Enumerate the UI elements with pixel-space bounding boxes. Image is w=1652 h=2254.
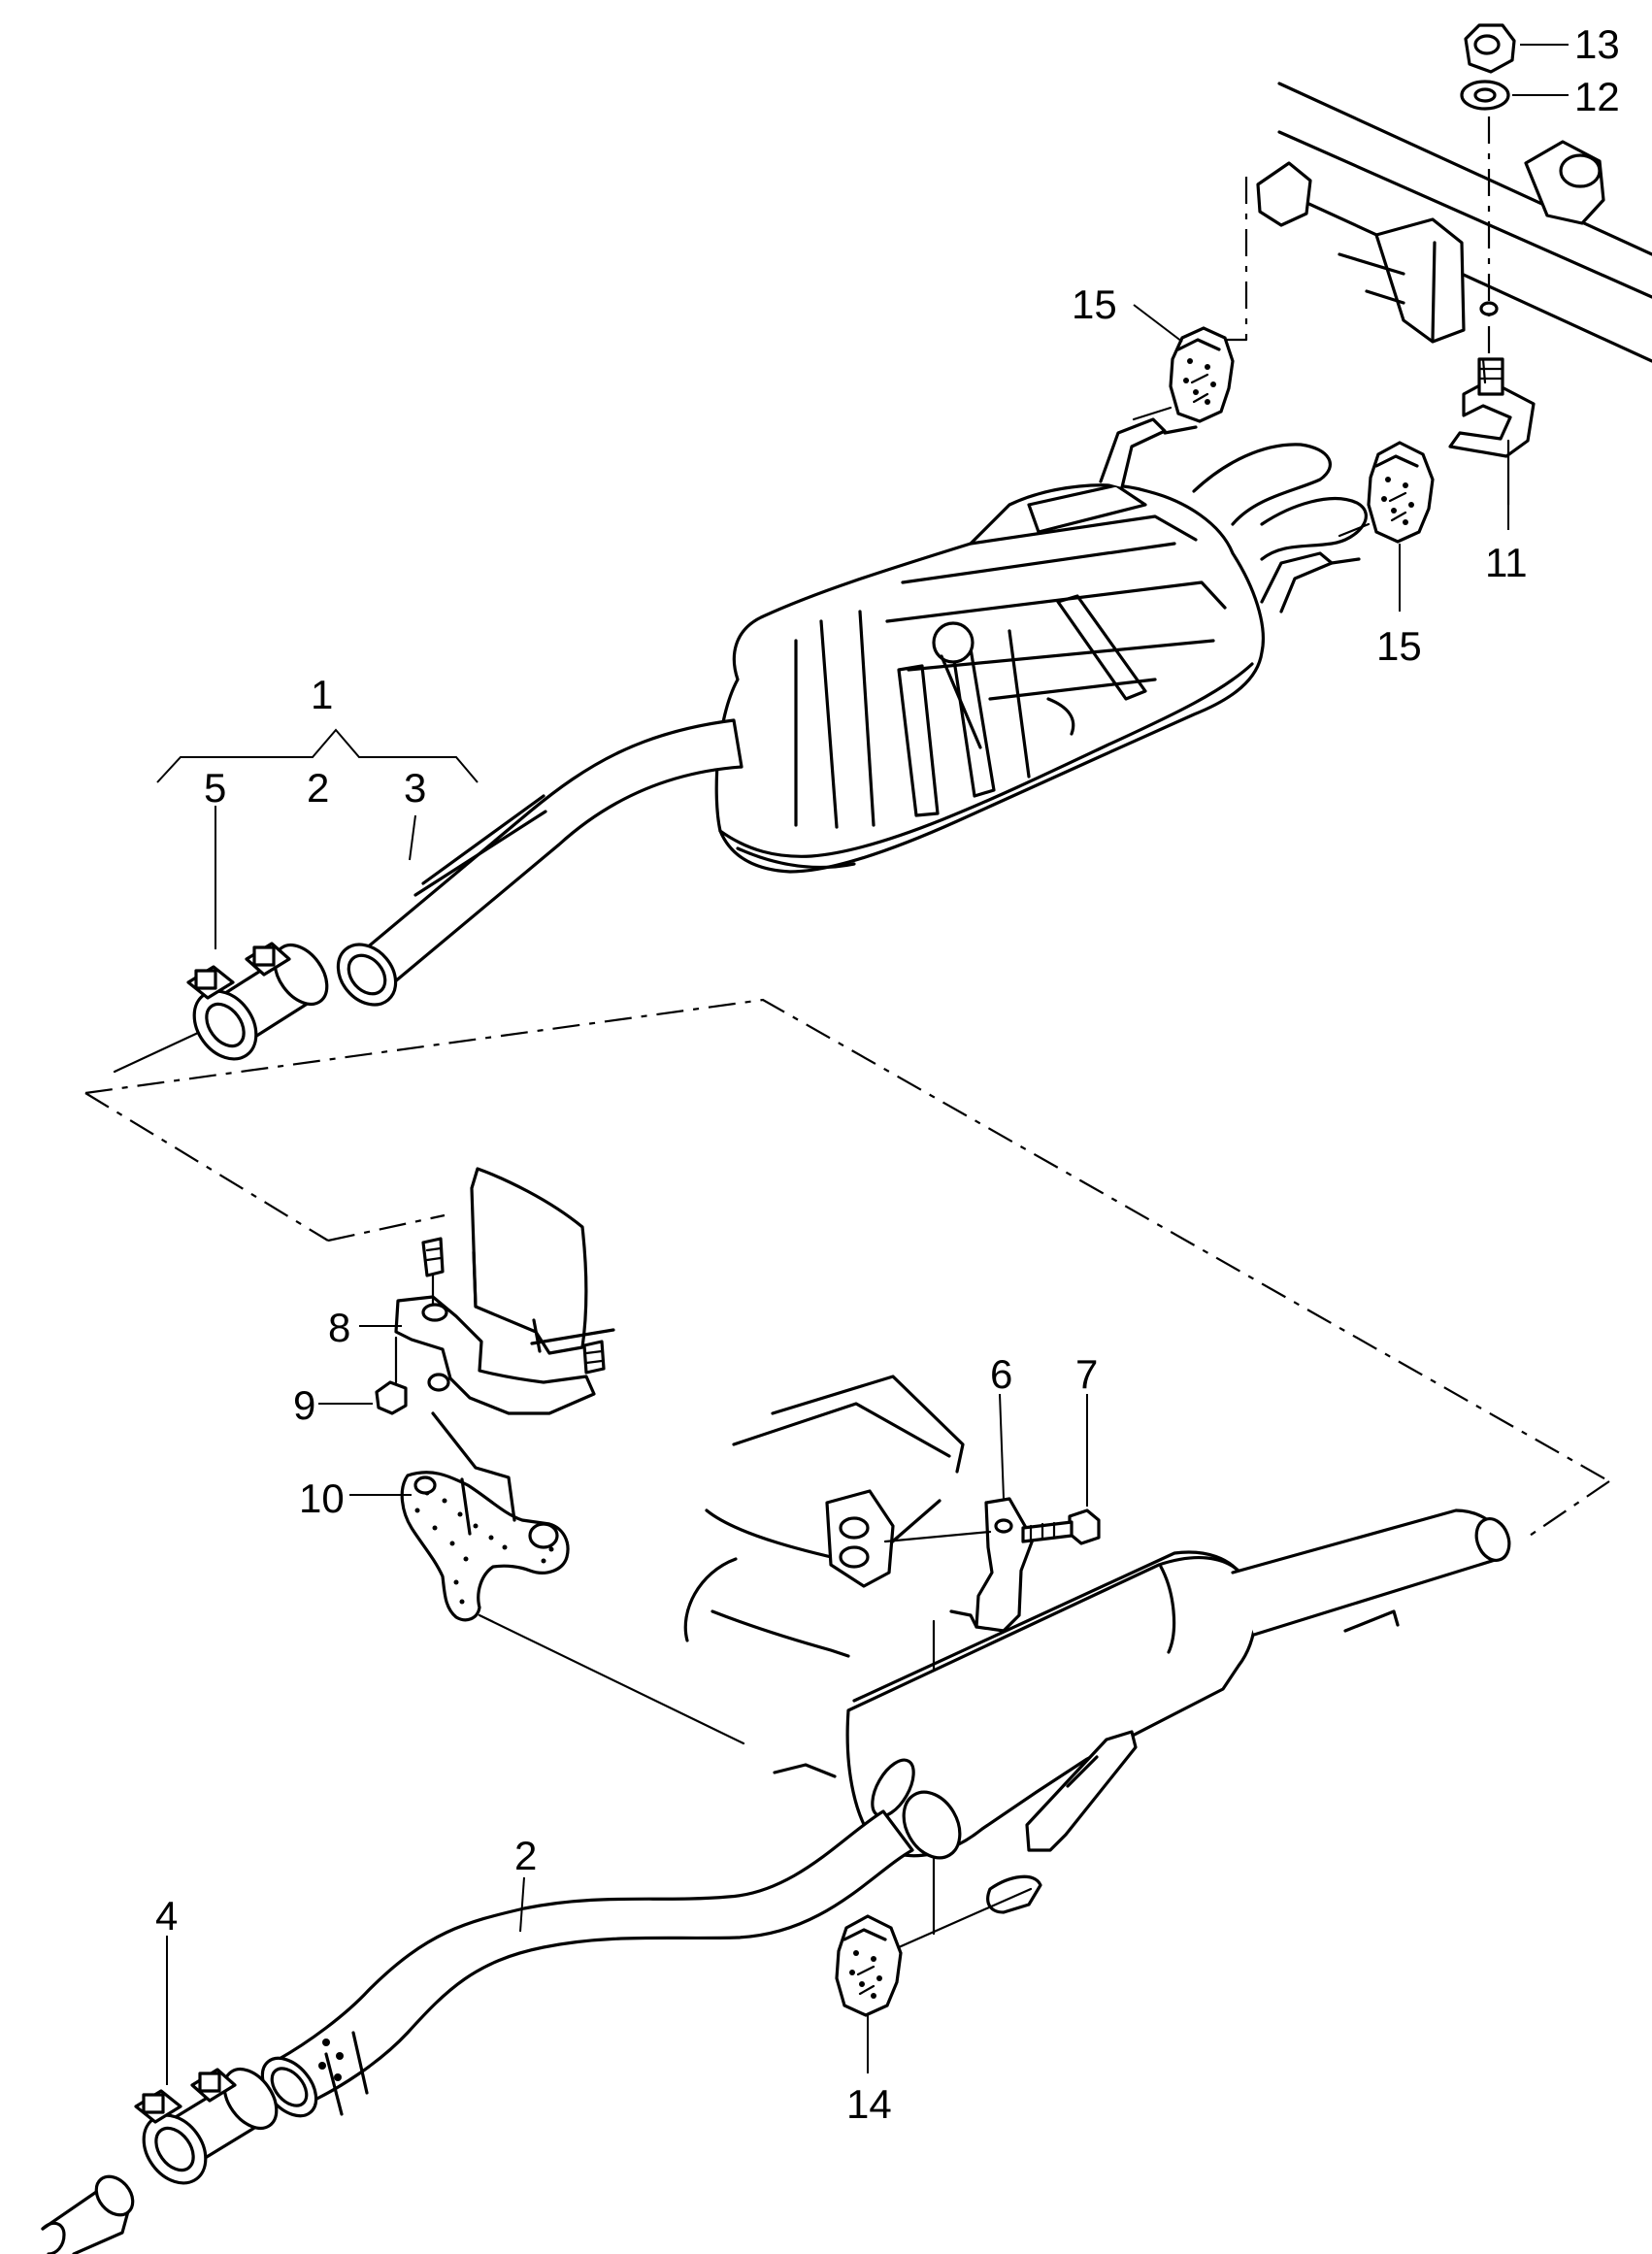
callout-4: 4 [155,1893,178,1939]
callout-15-lower: 15 [1376,623,1422,669]
callout-8: 8 [328,1305,350,1350]
washer-12 [1460,80,1510,111]
callout-2-lower: 2 [514,1833,537,1878]
callout-11: 11 [1485,540,1528,585]
callout-1: 1 [311,672,333,717]
connecting-pipe-upper [336,718,743,1007]
middle-silencer [773,1508,1511,1914]
callout-3: 3 [404,765,426,811]
hanger-bracket-11 [1448,116,1536,507]
rear-silencer [714,417,1368,874]
callout-7: 7 [1075,1351,1098,1397]
callout-12: 12 [1574,74,1620,119]
callout-2-upper: 2 [307,765,329,811]
rubber-mount-15-upper [1132,177,1248,423]
heat-shield-bracket [375,1167,745,1745]
nut-13 [1464,23,1516,74]
chassis-bracket-6 [683,1375,1101,1936]
callout-13: 13 [1574,21,1620,67]
front-pipe [260,1809,914,2118]
callout-14: 14 [846,2081,892,2127]
callout-6: 6 [990,1351,1012,1397]
pipe-clamp-lower [41,2068,279,2254]
vehicle-body-crossmember [1256,82,1652,363]
callout-leaders [156,44,1569,2085]
pipe-clamp-upper [113,942,329,1074]
rubber-mount-15-lower [1338,441,1435,544]
rubber-mount-14 [835,1887,1033,2017]
callout-5: 5 [204,765,226,811]
callout-15-upper: 15 [1072,282,1117,327]
callout-10: 10 [299,1475,345,1521]
callout-labels: 13 12 15 11 15 1 5 2 3 8 9 10 6 7 2 4 14 [155,21,1620,2127]
assembly-boundary-lines [84,998,1610,1541]
callout-9: 9 [293,1382,315,1428]
